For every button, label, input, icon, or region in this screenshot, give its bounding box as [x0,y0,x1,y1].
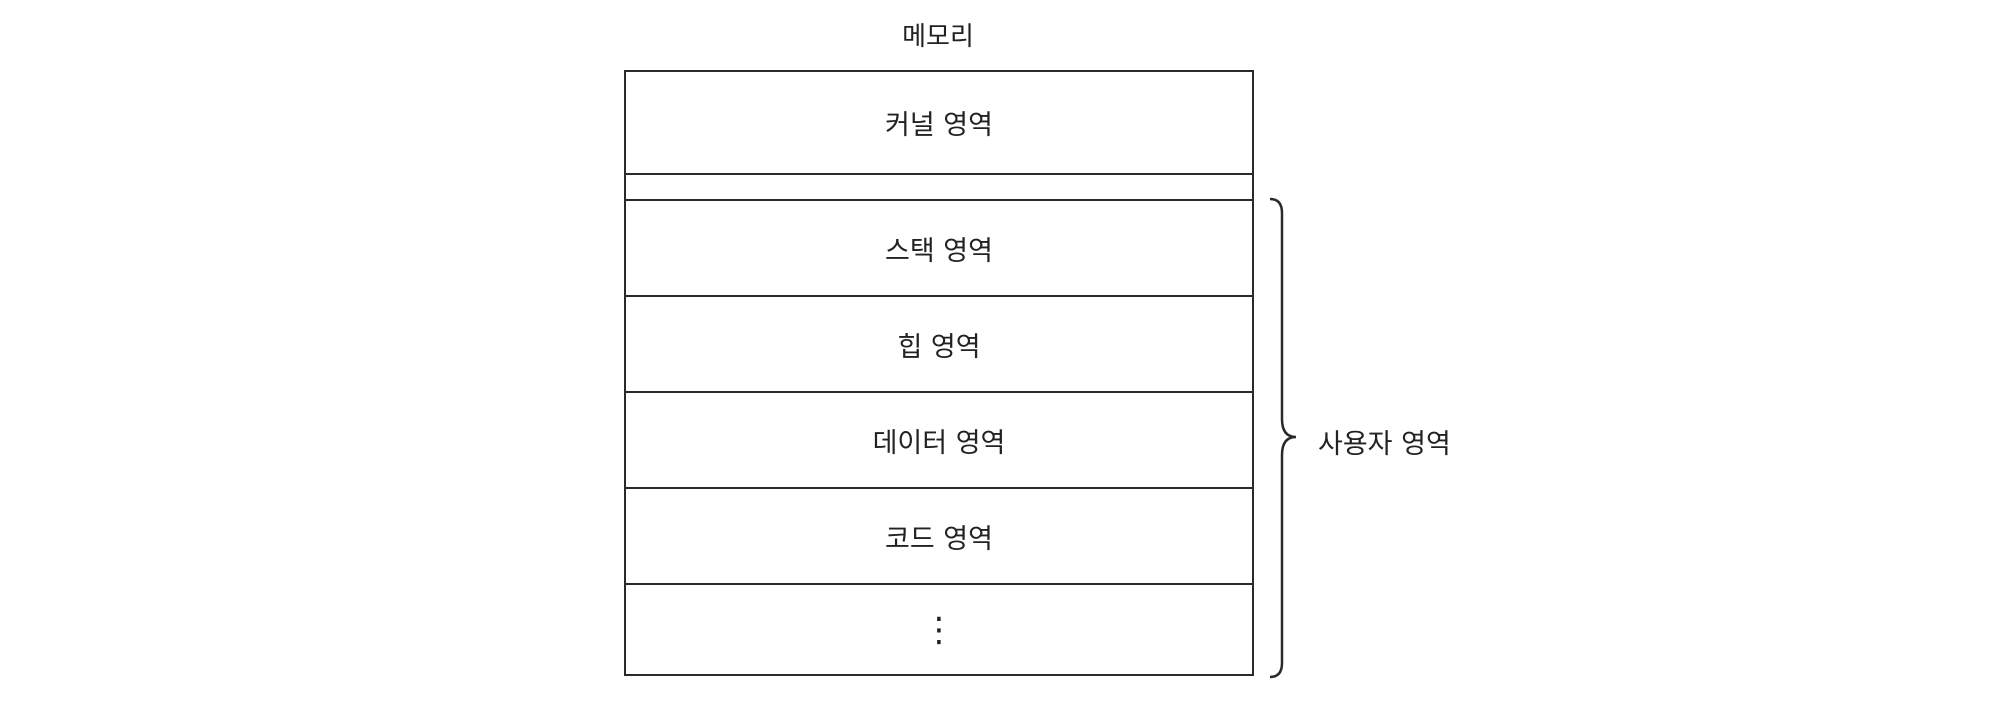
kernel-region: 커널 영역 [626,72,1252,175]
stack-region: 스택 영역 [626,201,1252,297]
region-label: 데이터 영역 [872,427,1006,459]
region-label: 스택 영역 [885,235,993,267]
user-region-label: 사용자 영역 [1318,429,1451,460]
memory-box: 커널 영역 스택 영역 힙 영역 데이터 영역 코드 영역 ⋮ [624,70,1254,676]
ellipsis: ⋮ [922,609,956,650]
region-label: 힙 영역 [897,331,981,363]
region-label: 코드 영역 [885,523,993,555]
data-region: 데이터 영역 [626,393,1252,489]
gap-region [626,175,1252,201]
code-region: 코드 영역 [626,489,1252,585]
curly-brace-icon [1269,197,1297,679]
more-region: ⋮ [626,585,1252,674]
diagram-title: 메모리 [902,22,974,52]
region-label: 커널 영역 [885,110,993,141]
heap-region: 힙 영역 [626,297,1252,393]
